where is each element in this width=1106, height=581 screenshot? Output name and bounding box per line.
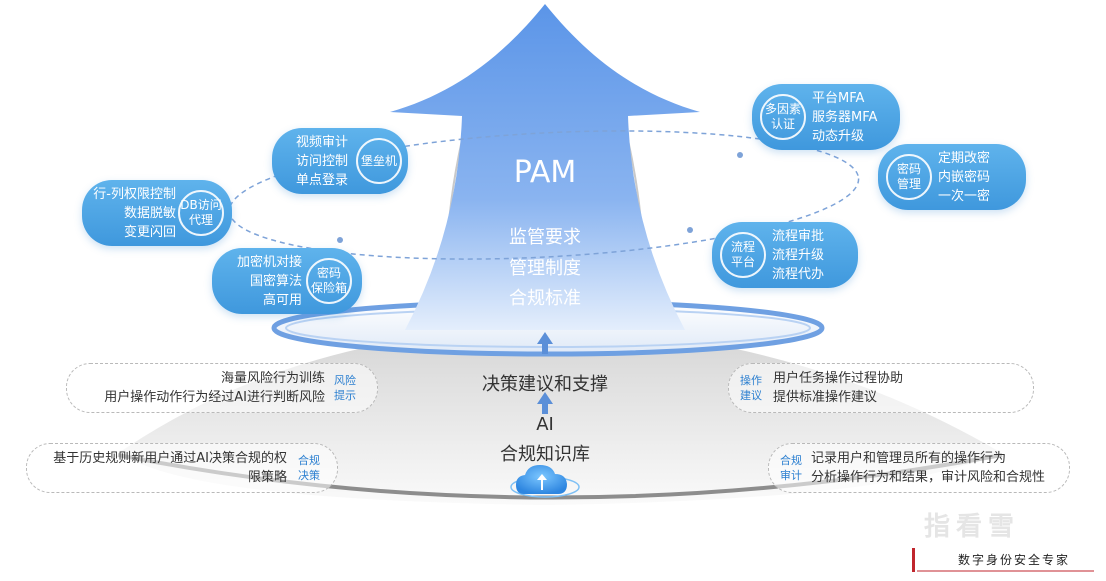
arrow-line-2: 管理制度 [509, 258, 581, 279]
box-op-tag: 操作 建议 [740, 374, 762, 402]
box-risk-lines: 海量风险行为训练 用户操作动作行为经过AI进行判断风险 [104, 371, 325, 405]
vault-circle: 密码保险箱 [306, 258, 352, 304]
bubble-db-access-lines: 行-列权限控制 数据脱敏 变更闪回 [93, 187, 176, 240]
bubble-vault: 加密机对接 国密算法 高可用 密码保险箱 [212, 248, 362, 314]
bubble-bastion-lines: 视频审计 访问控制 单点登录 [296, 135, 349, 188]
bubble-workflow: 流程平台 流程审批 流程升级 流程代办 [712, 222, 858, 288]
box-operation-advice: 操作 建议 用户任务操作过程协助 提供标准操作建议 [728, 363, 1034, 413]
password-circle: 密码管理 [886, 154, 932, 200]
ai-label: AI [536, 414, 554, 435]
brand-bar [912, 548, 915, 572]
box-decision-lines: 基于历史规则新用户通过AI决策合规的权 限策略 [53, 451, 287, 485]
box-audit-lines: 记录用户和管理员所有的操作行为 分析操作行为和结果，审计风险和合规性 [811, 451, 1046, 485]
box-op-lines: 用户任务操作过程协助 提供标准操作建议 [773, 371, 904, 405]
up-arrow-upper [537, 332, 553, 354]
box-decision-tag: 合规 决策 [298, 454, 320, 482]
box-risk-warning: 海量风险行为训练 用户操作动作行为经过AI进行判断风险 风险 提示 [66, 363, 378, 413]
bubble-mfa: 多因素认证 平台MFA 服务器MFA 动态升级 [752, 84, 900, 150]
bubble-db-access: 行-列权限控制 数据脱敏 变更闪回 DB访问代理 [82, 180, 232, 246]
box-audit-tag: 合规 审计 [780, 454, 802, 482]
box-risk-tag: 风险 提示 [334, 374, 356, 402]
up-arrow-lower [537, 392, 553, 414]
knowledge-base-label: 合规知识库 [500, 444, 590, 465]
workflow-circle: 流程平台 [720, 232, 766, 278]
bubble-workflow-lines: 流程审批 流程升级 流程代办 [772, 229, 825, 282]
bastion-circle: 堡垒机 [356, 138, 402, 184]
brand-logo: 指看雪 [924, 512, 1021, 542]
db-access-circle: DB访问代理 [178, 190, 224, 236]
box-compliance-decision: 基于历史规则新用户通过AI决策合规的权 限策略 合规 决策 [26, 443, 338, 493]
decision-support-label: 决策建议和支撑 [482, 374, 608, 395]
pam-title: PAM [513, 155, 577, 190]
cloud-upload-icon [510, 465, 580, 498]
brand-slogan: 数字身份安全专家 [958, 553, 1071, 567]
pam-arrow [390, 4, 700, 330]
bubble-mfa-lines: 平台MFA 服务器MFA 动态升级 [812, 91, 878, 144]
bubble-vault-lines: 加密机对接 国密算法 高可用 [236, 255, 302, 308]
mfa-circle: 多因素认证 [760, 94, 806, 140]
box-compliance-audit: 合规 审计 记录用户和管理员所有的操作行为 分析操作行为和结果，审计风险和合规性 [768, 443, 1070, 493]
bubble-password: 密码管理 定期改密 内嵌密码 一次一密 [878, 144, 1026, 210]
bubble-bastion: 视频审计 访问控制 单点登录 堡垒机 [272, 128, 408, 194]
bubble-password-lines: 定期改密 内嵌密码 一次一密 [938, 151, 991, 204]
arrow-line-1: 监管要求 [509, 227, 581, 248]
arrow-line-3: 合规标准 [509, 288, 581, 309]
